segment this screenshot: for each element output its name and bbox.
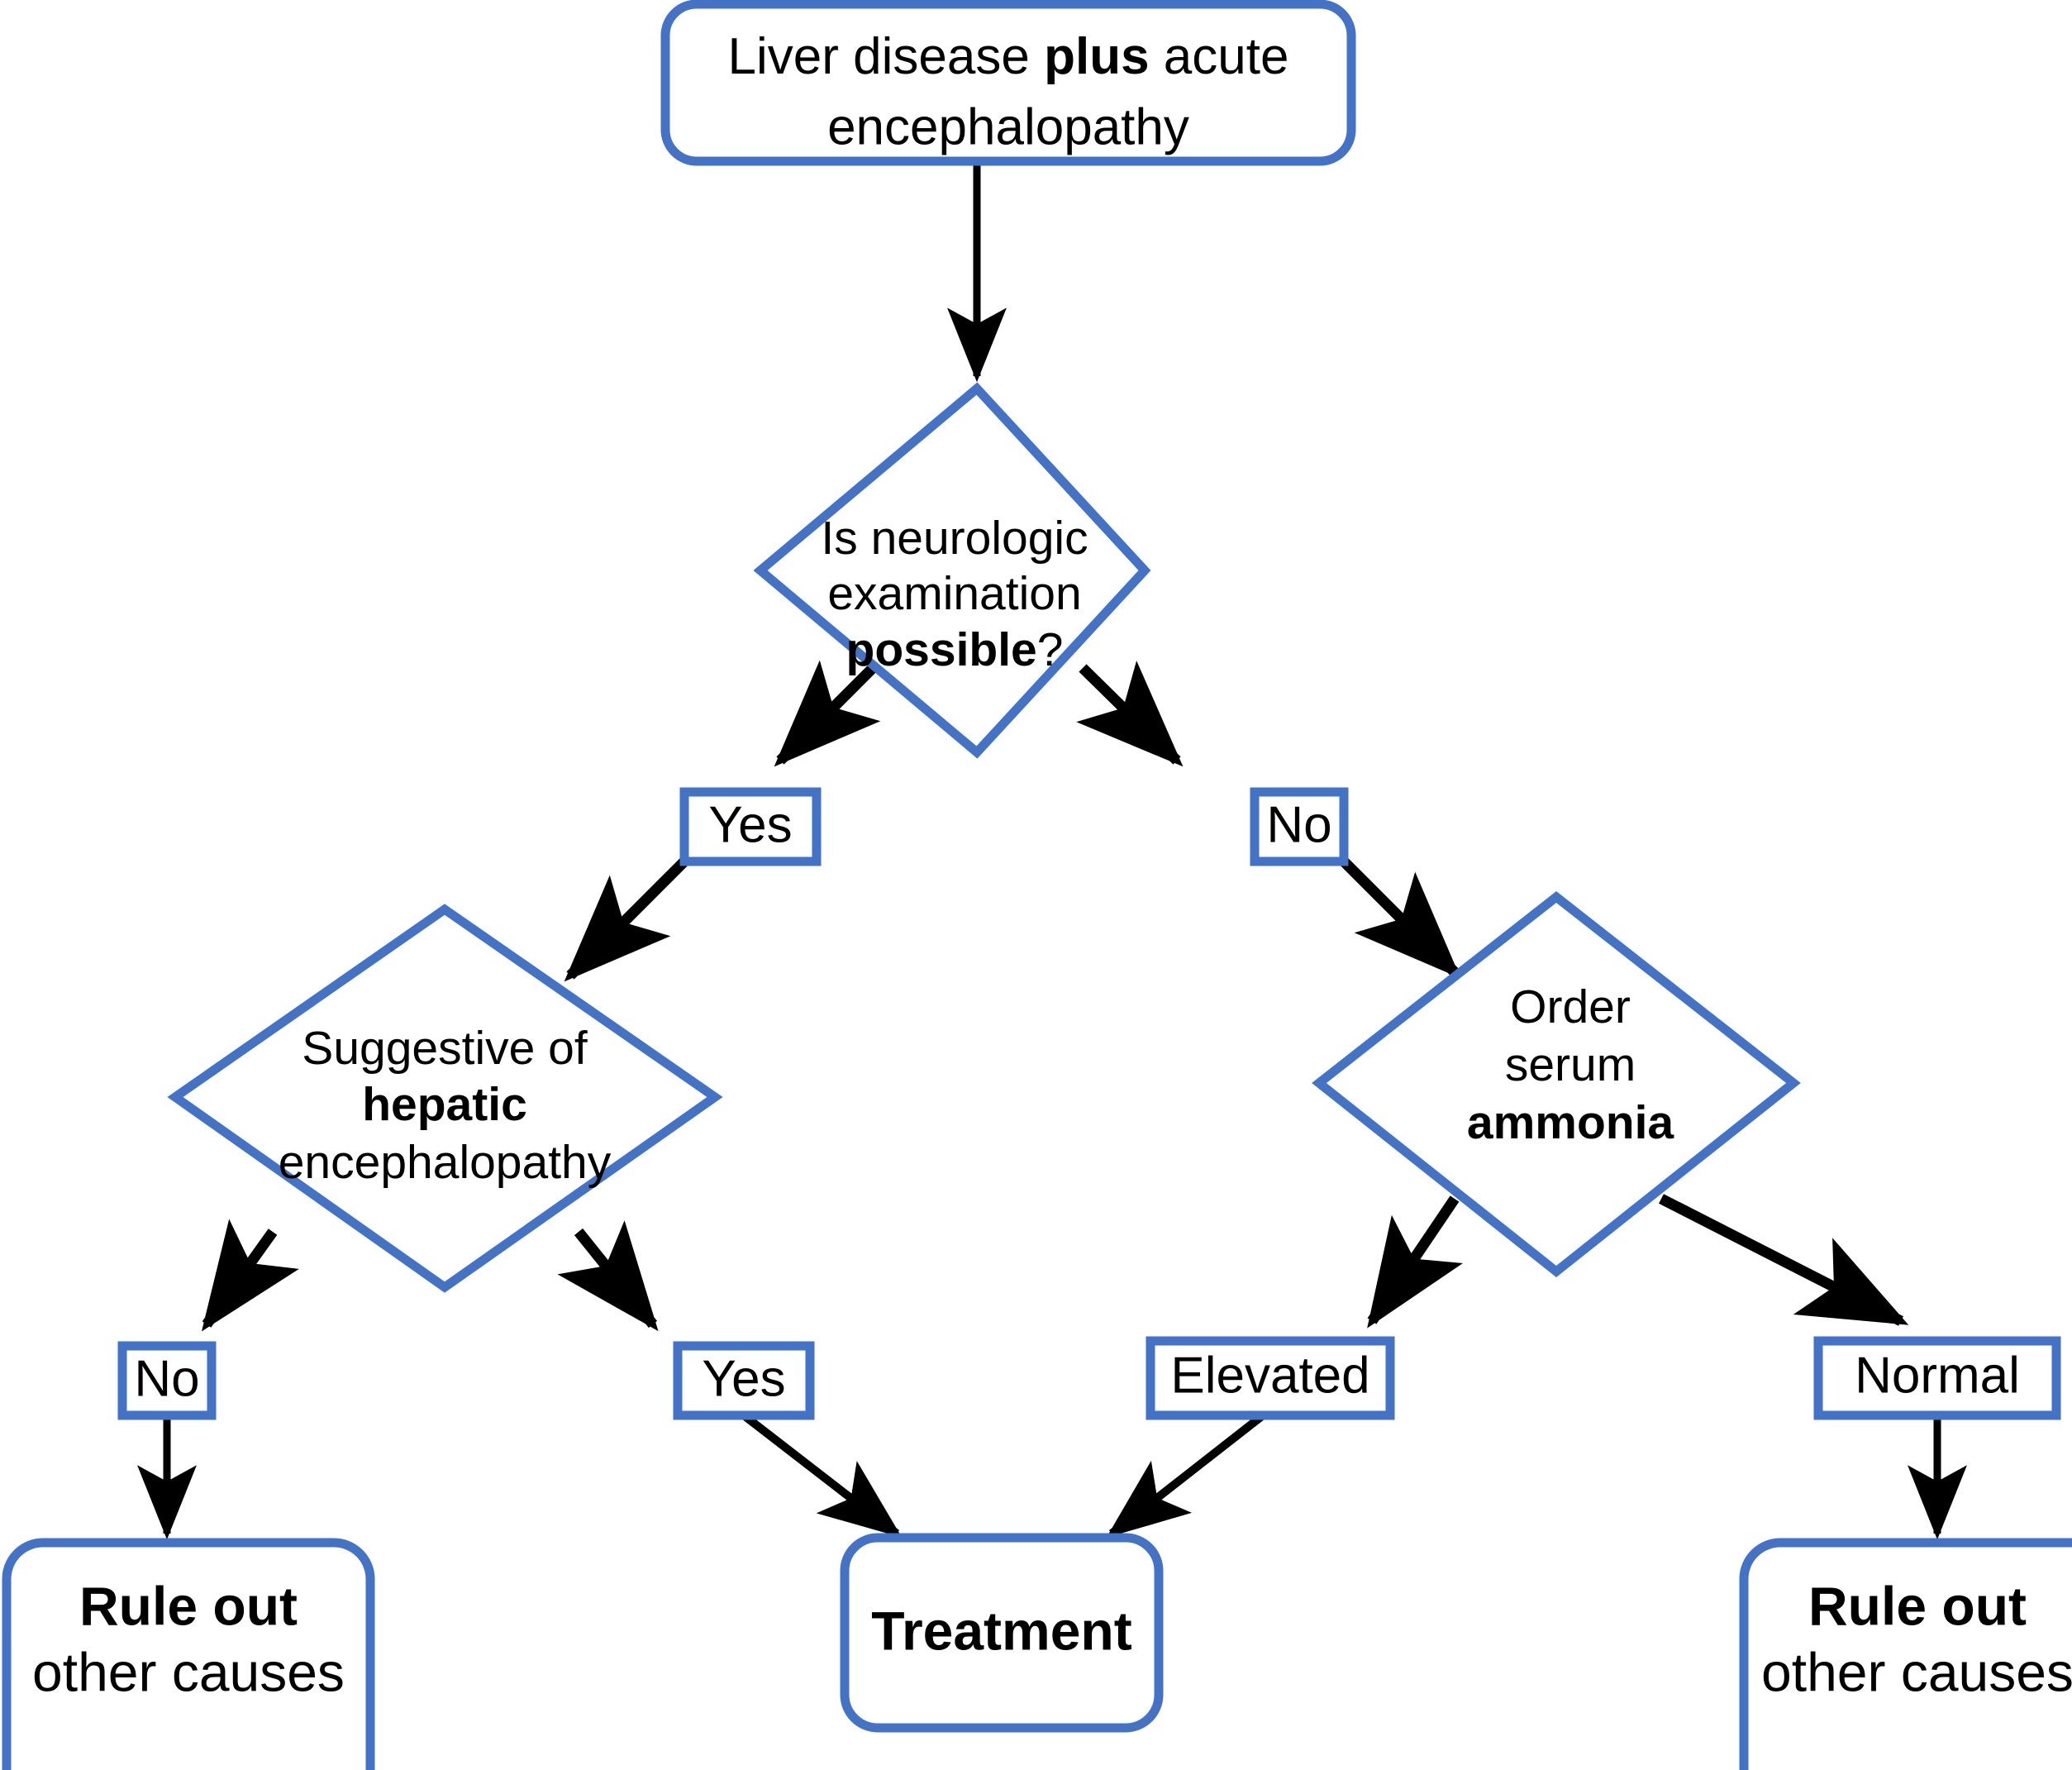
edge-neuro-exam-to-yes xyxy=(774,660,881,767)
edge-elevated-to-treatment xyxy=(1106,1412,1266,1538)
rule-out-left-line-2: other causes xyxy=(32,1641,345,1702)
label-neuro-no[interactable]: No xyxy=(1250,787,1349,866)
neuro-no-box[interactable] xyxy=(1250,787,1349,866)
node-decision-neuro-exam[interactable]: Is neurologic examination possible? xyxy=(753,382,1151,759)
label-suggestive-no[interactable]: No xyxy=(117,1341,217,1420)
ammonia-elevated-box[interactable] xyxy=(1146,1336,1395,1420)
label-suggestive-yes[interactable]: Yes xyxy=(673,1341,815,1420)
node-decision-ammonia[interactable]: Order serum ammonia xyxy=(1312,891,1801,1278)
edge-suggestive-to-yes xyxy=(557,1220,659,1332)
rule-out-left-line-1: Rule out xyxy=(79,1575,298,1636)
node-outcome-treatment[interactable]: Treatment xyxy=(840,1533,1164,1733)
edge-neuro-exam-to-no xyxy=(1076,661,1184,767)
suggestive-no-label: No xyxy=(134,1350,199,1407)
ammonia-line-1: Order xyxy=(1510,980,1631,1033)
rule-out-right-line-1: Rule out xyxy=(1808,1575,2027,1636)
neuro-exam-line-3: possible? xyxy=(846,623,1064,676)
edge-ammonia-to-normal xyxy=(1659,1194,1909,1326)
edge-yes-to-suggestive xyxy=(564,857,688,982)
suggestive-line-3: encephalopathy xyxy=(279,1136,612,1189)
neuro-yes-box[interactable] xyxy=(679,787,822,866)
suggestive-yes-label: Yes xyxy=(702,1350,785,1407)
ammonia-normal-box[interactable] xyxy=(1813,1336,2061,1420)
neuro-exam-line-2: examination xyxy=(827,567,1081,620)
neuro-yes-label: Yes xyxy=(708,796,792,853)
node-outcome-rule-out-right[interactable]: Rule out other causes xyxy=(1739,1538,2072,1770)
ammonia-diamond[interactable] xyxy=(1312,891,1801,1278)
suggestive-no-box[interactable] xyxy=(117,1341,217,1420)
suggestive-line-1: Suggestive of xyxy=(302,1022,588,1075)
ammonia-line-2: serum xyxy=(1505,1038,1636,1091)
neuro-exam-qmark: ? xyxy=(1037,623,1064,676)
suggestive-yes-box[interactable] xyxy=(673,1341,815,1420)
neuro-no-label: No xyxy=(1266,796,1331,853)
start-text-c: acute xyxy=(1150,28,1289,85)
ammonia-elevated-label: Elevated xyxy=(1170,1347,1369,1404)
node-outcome-rule-out-left[interactable]: Rule out other causes xyxy=(2,1538,375,1770)
start-text-a: Liver disease xyxy=(728,28,1045,85)
treatment-box[interactable] xyxy=(840,1533,1164,1733)
start-text-bold: plus xyxy=(1044,28,1149,85)
neuro-exam-diamond[interactable] xyxy=(753,382,1151,759)
edge-yes-to-treatment xyxy=(741,1412,903,1538)
suggestive-diamond[interactable] xyxy=(167,904,723,1293)
edge-no-to-ammonia xyxy=(1340,857,1461,979)
treatment-label: Treatment xyxy=(871,1600,1131,1661)
rule-out-right-line-2: other causes xyxy=(1761,1641,2072,1702)
start-line-1: Liver disease plus acute xyxy=(728,28,1289,85)
rule-out-right-box[interactable] xyxy=(1739,1538,2072,1770)
edge-suggestive-to-no xyxy=(201,1219,299,1332)
ammonia-line-3: ammonia xyxy=(1467,1096,1675,1149)
edge-ammonia-to-elevated xyxy=(1367,1195,1464,1329)
suggestive-line-2: hepatic xyxy=(362,1078,527,1131)
neuro-exam-bold: possible xyxy=(846,623,1037,676)
label-neuro-yes[interactable]: Yes xyxy=(679,787,822,866)
label-ammonia-normal[interactable]: Normal xyxy=(1813,1336,2061,1420)
ammonia-normal-label: Normal xyxy=(1855,1347,2020,1404)
neuro-exam-line-1: Is neurologic xyxy=(821,512,1088,565)
node-decision-suggestive[interactable]: Suggestive of hepatic encephalopathy xyxy=(167,904,723,1293)
label-ammonia-elevated[interactable]: Elevated xyxy=(1146,1336,1395,1420)
start-line-2: encephalopathy xyxy=(827,98,1189,155)
rule-out-left-box[interactable] xyxy=(2,1538,375,1770)
start-box[interactable] xyxy=(660,0,1356,166)
node-start[interactable]: Liver disease plus acute encephalopathy xyxy=(660,0,1356,166)
